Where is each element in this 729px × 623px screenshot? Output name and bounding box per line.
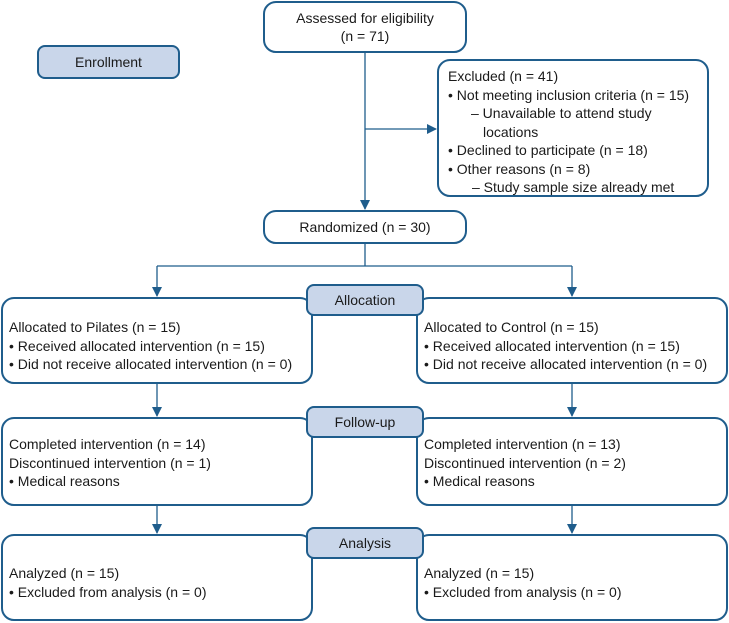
phase-enrollment: Enrollment <box>37 45 180 79</box>
control-allocation-line3: • Did not receive allocated intervention… <box>424 356 708 372</box>
pilates-analysis-line1: Analyzed (n = 15) <box>9 565 120 581</box>
control-followup-line3: • Medical reasons <box>424 473 535 489</box>
pilates-allocation-line2: • Received allocated intervention (n = 1… <box>9 337 265 354</box>
excluded-subitem-sample-met: – Study sample size already met <box>472 179 675 195</box>
pilates-allocation-line3: • Did not receive allocated intervention… <box>9 356 293 372</box>
control-followup-line2: Discontinued intervention (n = 2) <box>424 454 626 471</box>
excluded-item-declined: • Declined to participate (n = 18) <box>448 142 648 158</box>
control-followup-box: Completed intervention (n = 13) Disconti… <box>416 417 728 506</box>
pilates-followup-line2: Discontinued intervention (n = 1) <box>9 454 211 471</box>
control-allocation-box: Allocated to Control (n = 15) • Received… <box>416 297 728 384</box>
control-allocation-line1: Allocated to Control (n = 15) <box>424 319 599 335</box>
excluded-item-other: • Other reasons (n = 8) <box>448 160 591 177</box>
phase-followup-label: Follow-up <box>334 414 396 430</box>
eligibility-box: Assessed for eligibility (n = 71) <box>263 1 467 53</box>
excluded-box: Excluded (n = 41) • Not meeting inclusio… <box>437 59 709 197</box>
phase-analysis: Analysis <box>306 527 424 559</box>
phase-followup: Follow-up <box>306 406 424 438</box>
pilates-allocation-box: Allocated to Pilates (n = 15) • Received… <box>1 297 313 384</box>
control-analysis-line2: • Excluded from analysis (n = 0) <box>424 583 622 600</box>
control-allocation-line2: • Received allocated intervention (n = 1… <box>424 337 680 354</box>
pilates-allocation-line1: Allocated to Pilates (n = 15) <box>9 319 181 335</box>
eligibility-line1: Assessed for eligibility <box>296 9 434 26</box>
pilates-analysis-box: Analyzed (n = 15) • Excluded from analys… <box>1 534 313 621</box>
excluded-subitem-unavailable: – Unavailable to attend study locations <box>471 105 652 140</box>
phase-allocation: Allocation <box>306 284 424 316</box>
pilates-followup-box: Completed intervention (n = 14) Disconti… <box>1 417 313 506</box>
excluded-title: Excluded (n = 41) <box>448 68 559 84</box>
eligibility-line2: (n = 71) <box>340 28 390 44</box>
pilates-analysis-line2: • Excluded from analysis (n = 0) <box>9 583 207 600</box>
pilates-followup-line3: • Medical reasons <box>9 473 120 489</box>
control-analysis-line1: Analyzed (n = 15) <box>424 565 535 581</box>
randomized-label: Randomized (n = 30) <box>299 218 431 235</box>
excluded-item-inclusion: • Not meeting inclusion criteria (n = 15… <box>448 86 690 103</box>
phase-allocation-label: Allocation <box>334 292 396 308</box>
phase-enrollment-label: Enrollment <box>75 54 142 70</box>
randomized-box: Randomized (n = 30) <box>263 210 467 244</box>
pilates-followup-line1: Completed intervention (n = 14) <box>9 436 206 452</box>
control-followup-line1: Completed intervention (n = 13) <box>424 436 621 452</box>
phase-analysis-label: Analysis <box>338 535 392 551</box>
control-analysis-box: Analyzed (n = 15) • Excluded from analys… <box>416 534 728 621</box>
